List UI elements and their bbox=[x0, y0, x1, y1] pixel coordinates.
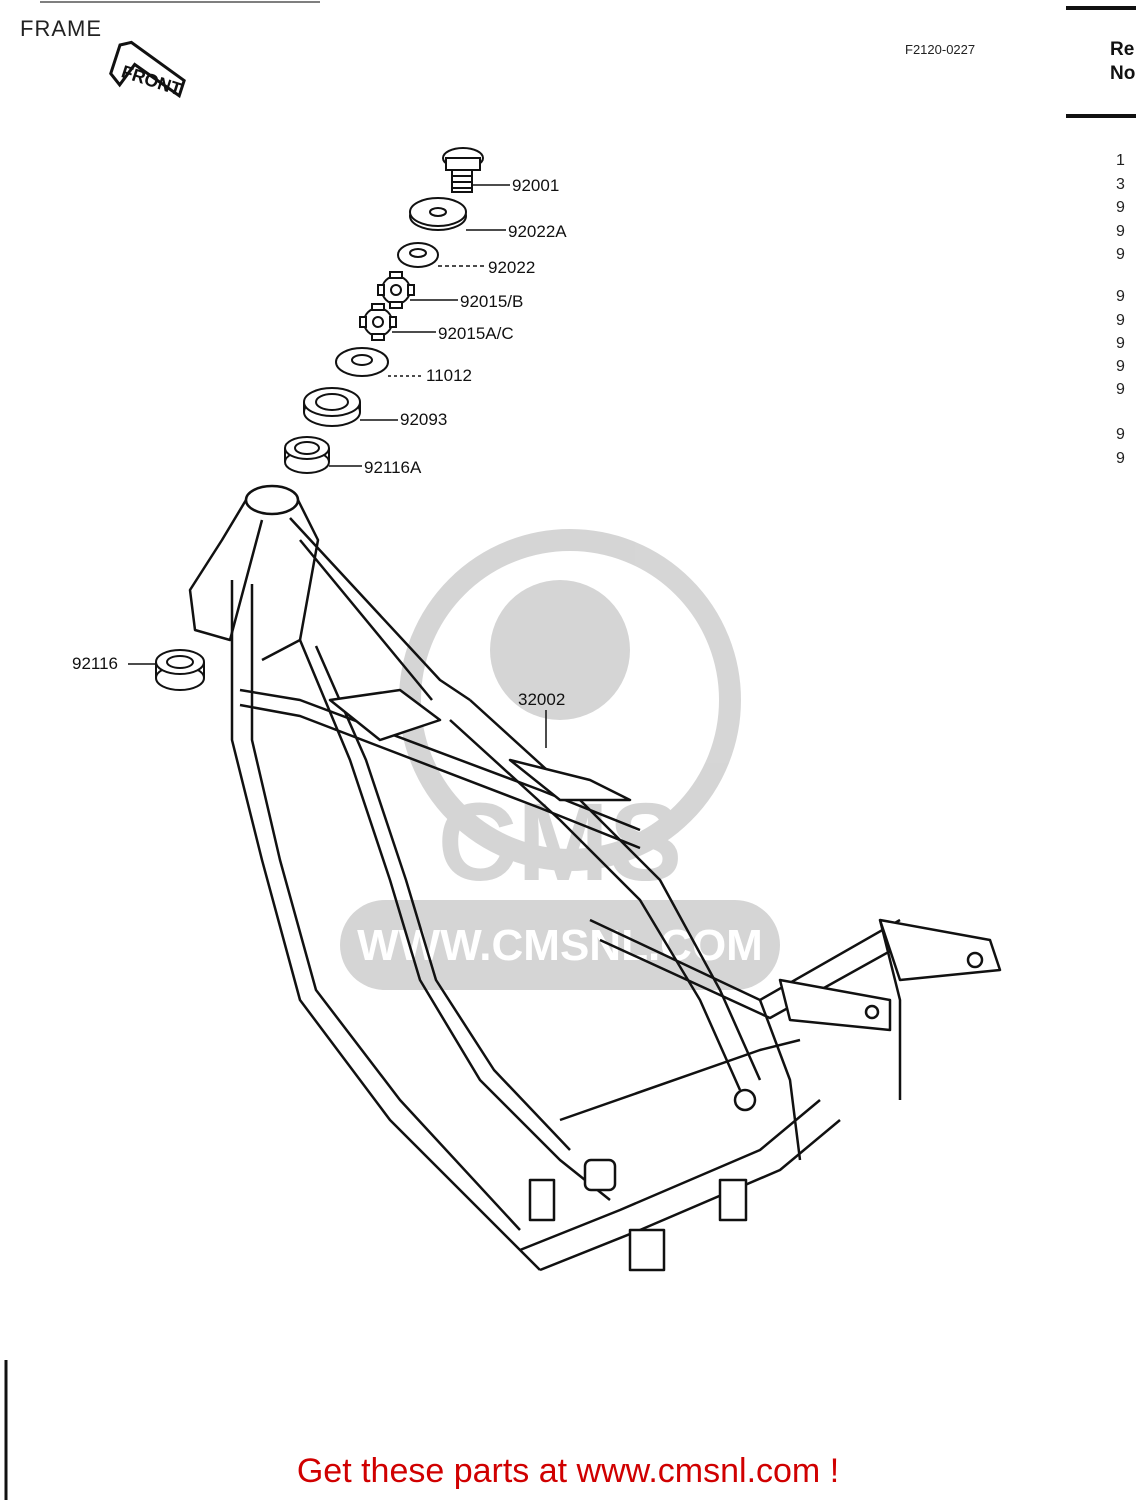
washer-92022a bbox=[409, 197, 467, 231]
part-label-92001: 92001 bbox=[512, 176, 560, 195]
ref-header-line1: Re bbox=[1110, 39, 1135, 60]
engine-mount bbox=[628, 1228, 666, 1272]
ref-no-item: 9 bbox=[1116, 288, 1125, 305]
leader-lines bbox=[128, 184, 547, 748]
ref-no-item: 9 bbox=[1116, 246, 1125, 263]
part-label-92116a: 92116A bbox=[364, 458, 422, 477]
ref-no-item: 9 bbox=[1116, 358, 1125, 375]
ref-no-item: 9 bbox=[1116, 199, 1125, 216]
ref-header-line2: No bbox=[1110, 63, 1136, 84]
ref-no-item: 3 bbox=[1116, 176, 1125, 193]
watermark-brand: CMS bbox=[438, 781, 682, 904]
engine-mount bbox=[718, 1178, 748, 1222]
washer-92022 bbox=[397, 242, 439, 268]
motorcycle-frame bbox=[188, 484, 1002, 1272]
ref-no-item: 9 bbox=[1116, 381, 1125, 398]
down-tube-right bbox=[298, 639, 611, 1201]
steering-parts bbox=[155, 147, 484, 691]
nut-92015ac bbox=[359, 303, 397, 341]
part-label-92093: 92093 bbox=[400, 410, 448, 429]
rear-bracket-lower bbox=[778, 978, 892, 1032]
stem-bolt bbox=[442, 147, 484, 193]
bearing-92116a bbox=[284, 436, 330, 474]
part-label-92022a: 92022A bbox=[508, 222, 567, 241]
bearing-92116 bbox=[155, 649, 205, 691]
gusset bbox=[188, 499, 264, 642]
ref-no-header: Re No bbox=[1110, 38, 1135, 86]
part-label-11012: 11012 bbox=[426, 366, 473, 385]
nut-92015b bbox=[377, 271, 415, 309]
ref-no-item: 1 bbox=[1116, 152, 1125, 169]
ref-no-item: 9 bbox=[1116, 426, 1125, 443]
top-tube bbox=[289, 517, 471, 702]
steering-head bbox=[244, 484, 300, 516]
ref-no-item: 9 bbox=[1116, 312, 1125, 329]
part-label-92015b: 92015/B bbox=[460, 292, 524, 311]
lower-cradle bbox=[519, 1099, 821, 1252]
ref-no-item: 9 bbox=[1116, 335, 1125, 352]
diagram-code: F2120-0227 bbox=[905, 42, 976, 57]
engine-mount bbox=[528, 1178, 556, 1222]
cms-watermark: WWW.CMSNL.COM CMS bbox=[340, 529, 780, 990]
backbone-rear bbox=[469, 699, 762, 1081]
watermark-text: WWW.CMSNL.COM bbox=[357, 921, 763, 970]
part-label-92116: 92116 bbox=[72, 654, 119, 673]
ref-no-item: 9 bbox=[1116, 450, 1125, 467]
part-label-32002: 32002 bbox=[518, 690, 566, 709]
seal-92093 bbox=[303, 387, 361, 427]
tray-plate bbox=[328, 688, 442, 742]
part-label-92022: 92022 bbox=[488, 258, 536, 277]
cap-11012 bbox=[335, 347, 389, 377]
part-label-92015ac: 92015A/C bbox=[438, 324, 514, 343]
rear-bracket-upper bbox=[878, 918, 1002, 982]
mount-plate bbox=[508, 758, 632, 802]
footer-link[interactable]: Get these parts at www.cmsnl.com ! bbox=[296, 1452, 840, 1490]
front-arrow-icon: FRONT bbox=[109, 40, 186, 100]
ref-no-item: 9 bbox=[1116, 223, 1125, 240]
page-title: FRAME bbox=[20, 16, 102, 41]
